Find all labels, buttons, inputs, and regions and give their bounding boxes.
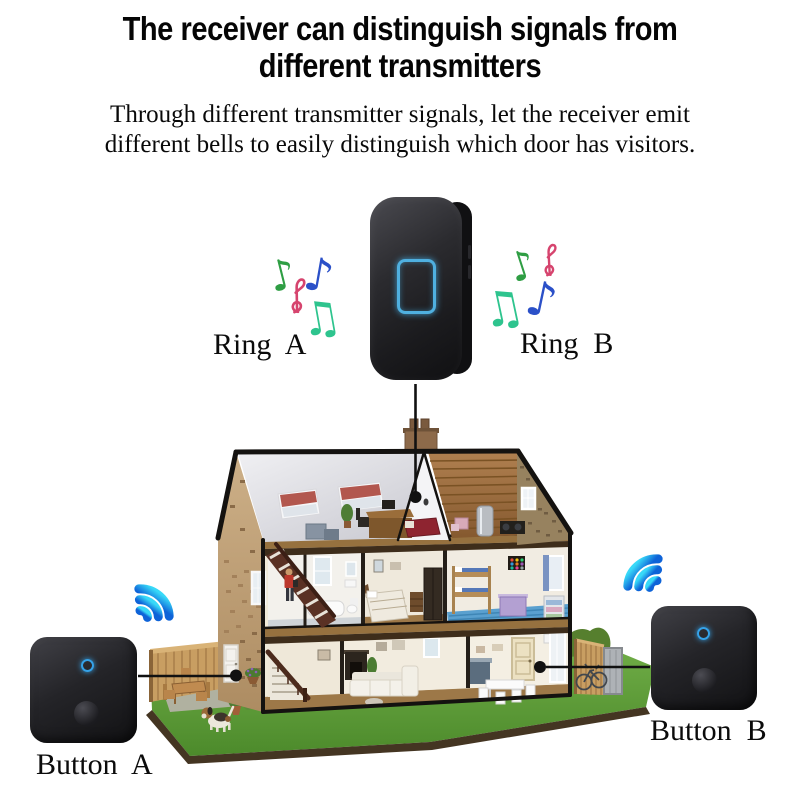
dog [201,705,235,732]
flower-basket [245,667,261,684]
hallway [265,649,331,702]
doorbell-receiver [370,197,472,380]
bicycle [575,663,608,691]
subtitle-line-2: different bells to easily distinguish wh… [104,131,696,158]
kitchen-island [470,662,490,684]
title-line-1: The receiver can distinguish signals fro… [122,10,678,47]
button-b-target-dot [534,661,546,673]
led-indicator [81,659,94,672]
master-bedroom [364,559,443,623]
subtitle-line-1: Through different transmitter signals, l… [110,101,690,128]
music-notes-right: ♪ ♪ ♫ [476,241,562,341]
stone-gable [517,452,570,545]
receiver-target-dot [409,491,422,503]
house-illustration [146,418,655,764]
gate [603,647,623,695]
connector-lines [138,384,650,682]
transmitter-button-b [651,606,757,710]
living-room [343,637,440,706]
label-ring-b: Ring B [520,327,614,360]
label-button-a: Button A [36,748,153,781]
beamed-notes-icon: ♫ [296,288,346,348]
transmitter-button-a [30,637,137,743]
label-button-b: Button B [650,714,767,747]
label-ring-a: Ring A [213,328,307,361]
wifi-icon-right [623,554,663,592]
page-title: The receiver can distinguish signals fro… [0,10,800,85]
attic [238,451,570,545]
person-figure [284,568,298,601]
treble-clef-icon [544,243,557,277]
staircase [266,542,336,628]
button-a-target-dot [230,669,242,682]
receiver-blue-button[interactable] [397,259,436,314]
push-button[interactable] [692,668,717,693]
garden-table-set [163,668,210,704]
wifi-icon-left [134,584,174,622]
title-line-2: different transmitters [258,46,542,84]
volume-button[interactable] [468,245,471,259]
led-indicator [697,627,710,640]
push-button[interactable] [74,701,99,726]
receiver-front-face [370,197,462,380]
volume-button[interactable] [468,265,471,279]
treble-clef-icon [291,278,306,314]
kids-room [447,555,570,623]
page-subtitle: Through different transmitter signals, l… [0,100,800,160]
skylight-window [277,488,321,520]
chimney [403,418,439,453]
